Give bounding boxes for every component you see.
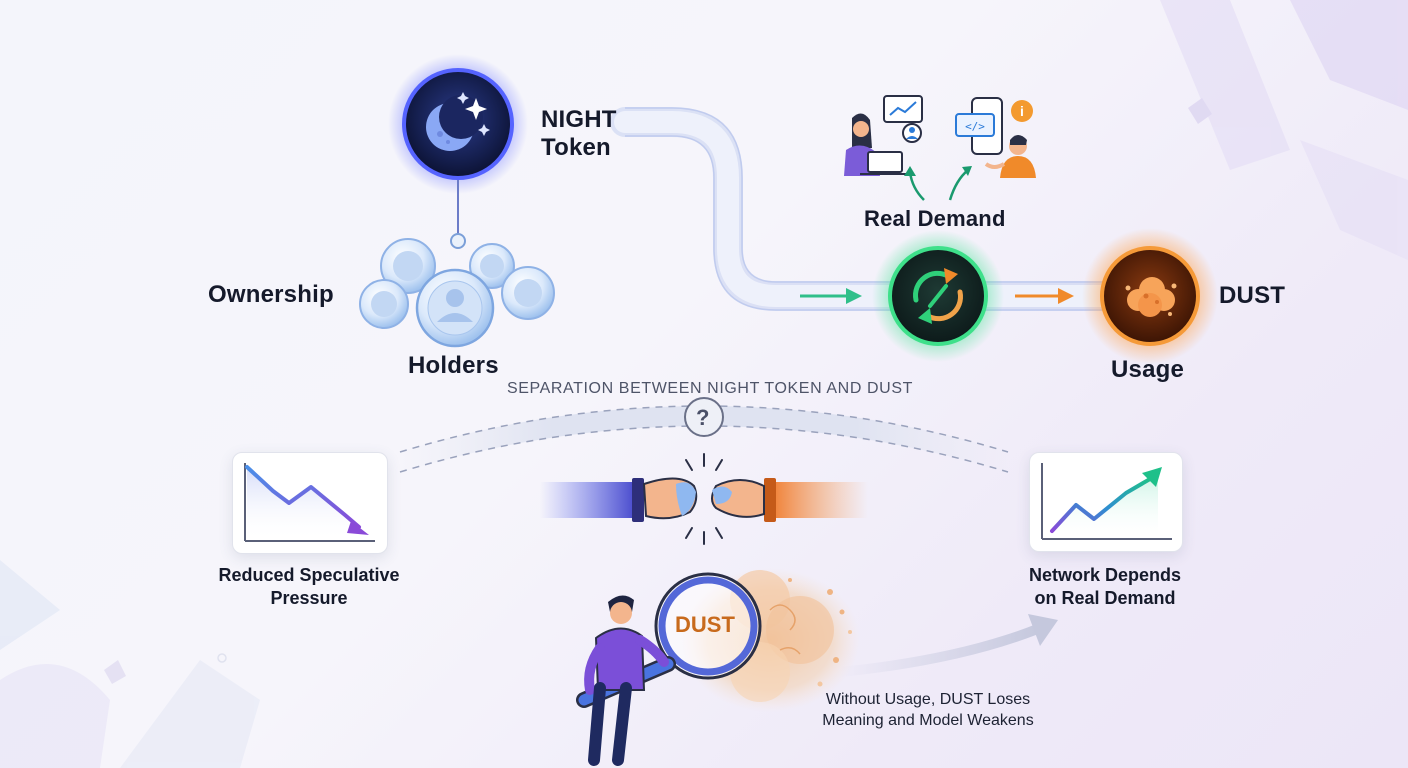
- night-token-line2: Token: [541, 134, 611, 161]
- magnifier-dust-word: DUST: [675, 612, 735, 637]
- real-demand-illustration: </> i: [844, 95, 1036, 201]
- magnifying-person-icon: [576, 572, 762, 766]
- cycle-arrows-icon: [913, 268, 963, 324]
- question-bubble: [684, 397, 724, 437]
- without-usage-line1: Without Usage, DUST Loses: [825, 691, 1031, 708]
- separation-label: SEPARATION BETWEEN NIGHT TOKEN AND DUST: [507, 380, 913, 397]
- night-token-orb: [388, 54, 528, 194]
- holders-connector: [450, 180, 466, 249]
- reduced-pressure-label: Reduced Speculative Pressure: [208, 564, 410, 610]
- dust-node: [1082, 228, 1218, 364]
- curved-arrow: [835, 614, 1058, 677]
- dust-label: DUST: [1219, 282, 1286, 309]
- holders-label: Holders: [408, 352, 499, 379]
- network-depends-label: Network Depends on Real Demand: [1012, 564, 1198, 610]
- user-bubbles-icon: [359, 238, 555, 348]
- trend-down-chart-icon: [244, 463, 375, 542]
- flow-arrow-orange: [1015, 288, 1074, 304]
- flow-arrow-green: [800, 288, 862, 304]
- night-token-line1: NIGHT: [541, 106, 617, 133]
- svg-text:</>: </>: [965, 120, 985, 133]
- reduced-pressure-chart-card: [232, 452, 388, 554]
- network-node: [872, 230, 1004, 362]
- reduced-pressure-line1: Reduced Speculative: [218, 565, 400, 585]
- network-depends-chart-card: [1029, 452, 1183, 552]
- trend-up-chart-icon: [1041, 463, 1172, 540]
- usage-label: Usage: [1111, 356, 1185, 383]
- ownership-label: Ownership: [208, 281, 334, 308]
- network-depends-line1: Network Depends: [1028, 565, 1182, 585]
- svg-text:i: i: [1020, 103, 1024, 119]
- network-depends-line2: on Real Demand: [1034, 588, 1176, 608]
- without-usage-label: Without Usage, DUST Loses Meaning and Mo…: [810, 689, 1046, 731]
- night-token-label: NIGHT Token: [541, 106, 617, 162]
- without-usage-line2: Meaning and Model Weakens: [822, 712, 1034, 729]
- question-mark: ?: [696, 405, 710, 430]
- moon-stars-icon: [426, 92, 490, 151]
- flow-pipe: [610, 107, 1155, 311]
- dust-cloud-icon: [1125, 277, 1177, 317]
- broken-handshake-icon: [540, 453, 868, 545]
- real-demand-label: Real Demand: [864, 206, 1006, 231]
- reduced-pressure-line2: Pressure: [270, 588, 348, 608]
